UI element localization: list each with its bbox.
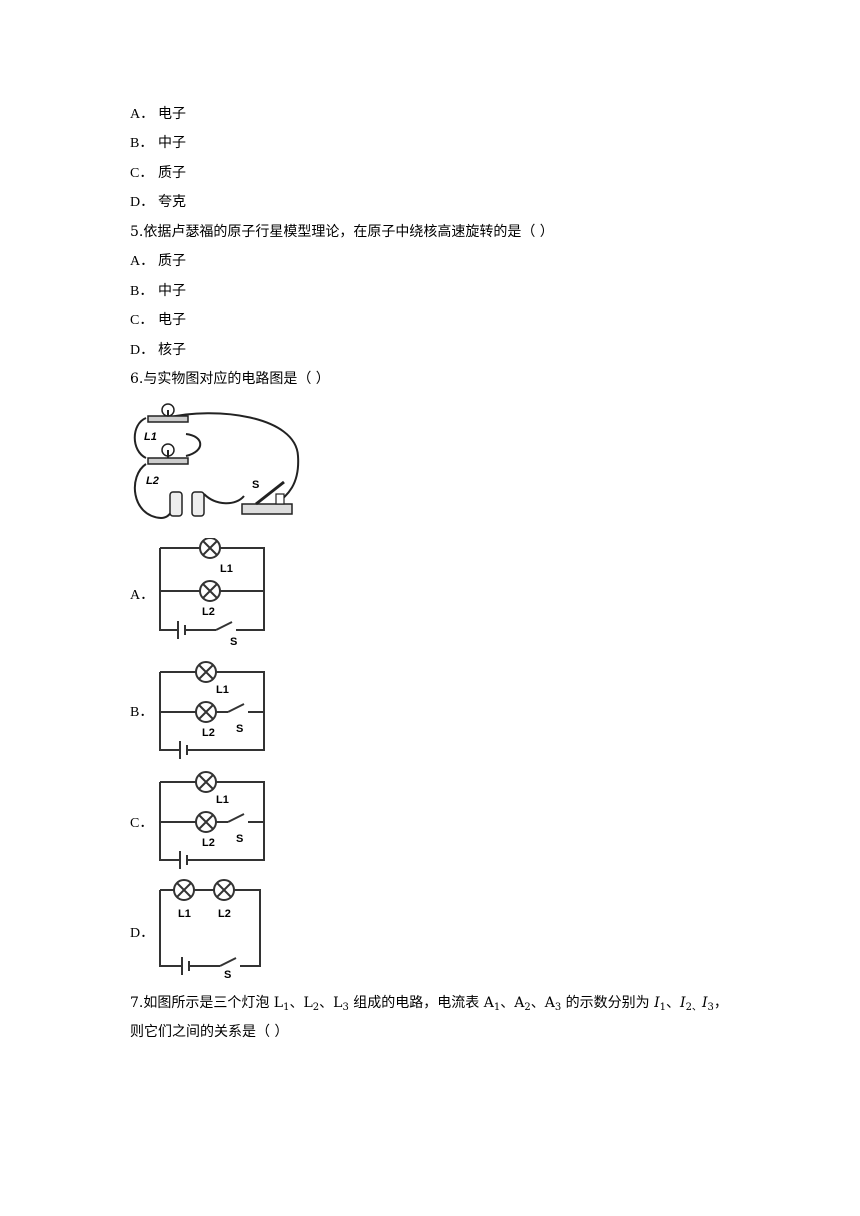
q7-stem-line2: 则它们之间的关系是（ ） — [130, 1024, 289, 1040]
label-l2: L2 — [202, 837, 215, 849]
label-s: S — [236, 833, 243, 845]
label-s: S — [230, 636, 237, 648]
battery-icon — [169, 491, 205, 517]
label-l1: L1 — [216, 794, 229, 806]
q6-stem: 6.与实物图对应的电路图是（ ） — [130, 371, 330, 387]
lamp-icon — [195, 661, 217, 723]
label-l2: L2 — [202, 606, 215, 618]
q4-option-a[interactable]: A．电子 — [130, 106, 186, 122]
lamp-icon — [195, 771, 217, 833]
q6-option-c-label[interactable]: C． — [130, 816, 154, 831]
q5-stem: 5.依据卢瑟福的原子行星模型理论，在原子中绕核高速旋转的是（ ） — [130, 224, 554, 240]
q6-option-d-label[interactable]: D． — [130, 926, 155, 941]
q6-option-b-label[interactable]: B． — [130, 705, 154, 720]
lamp-l1-icon — [147, 403, 189, 423]
label-l1: L1 — [178, 908, 191, 920]
q4-option-c[interactable]: C．质子 — [130, 165, 186, 181]
label-s: S — [224, 969, 231, 978]
q5-option-a[interactable]: A．质子 — [130, 253, 186, 269]
switch-icon — [241, 480, 293, 515]
q6-option-b-circuit[interactable]: L1 L2 S — [152, 660, 272, 760]
q5-option-d[interactable]: D．核子 — [130, 342, 186, 358]
label-s: S — [236, 723, 243, 735]
q6-option-a-label[interactable]: A． — [130, 588, 155, 603]
photo-label-l1: L1 — [144, 431, 157, 443]
q6-physical-circuit-figure: L1 L2 S — [133, 403, 300, 520]
q6-option-d-circuit[interactable]: L1 L2 S — [152, 878, 272, 978]
lamp-l2-icon — [147, 443, 189, 465]
q4-option-b[interactable]: B．中子 — [130, 135, 186, 151]
q4-option-d[interactable]: D．夸克 — [130, 194, 186, 210]
q7-stem-line1: 7.如图所示是三个灯泡 L1、L2、L3 组成的电路，电流表 A1、A2、A3 … — [130, 995, 728, 1013]
photo-label-l2: L2 — [146, 475, 159, 487]
q6-option-a-circuit[interactable]: L1 L2 S — [152, 538, 272, 648]
lamp-icon — [173, 879, 235, 901]
q5-option-c[interactable]: C．电子 — [130, 312, 186, 328]
label-l1: L1 — [220, 563, 233, 575]
label-l2: L2 — [202, 727, 215, 739]
lamp-icon — [199, 538, 221, 602]
label-l1: L1 — [216, 684, 229, 696]
photo-label-s: S — [252, 479, 259, 491]
label-l2: L2 — [218, 908, 231, 920]
q6-option-c-circuit[interactable]: L1 L2 S — [152, 770, 272, 870]
q5-option-b[interactable]: B．中子 — [130, 283, 186, 299]
